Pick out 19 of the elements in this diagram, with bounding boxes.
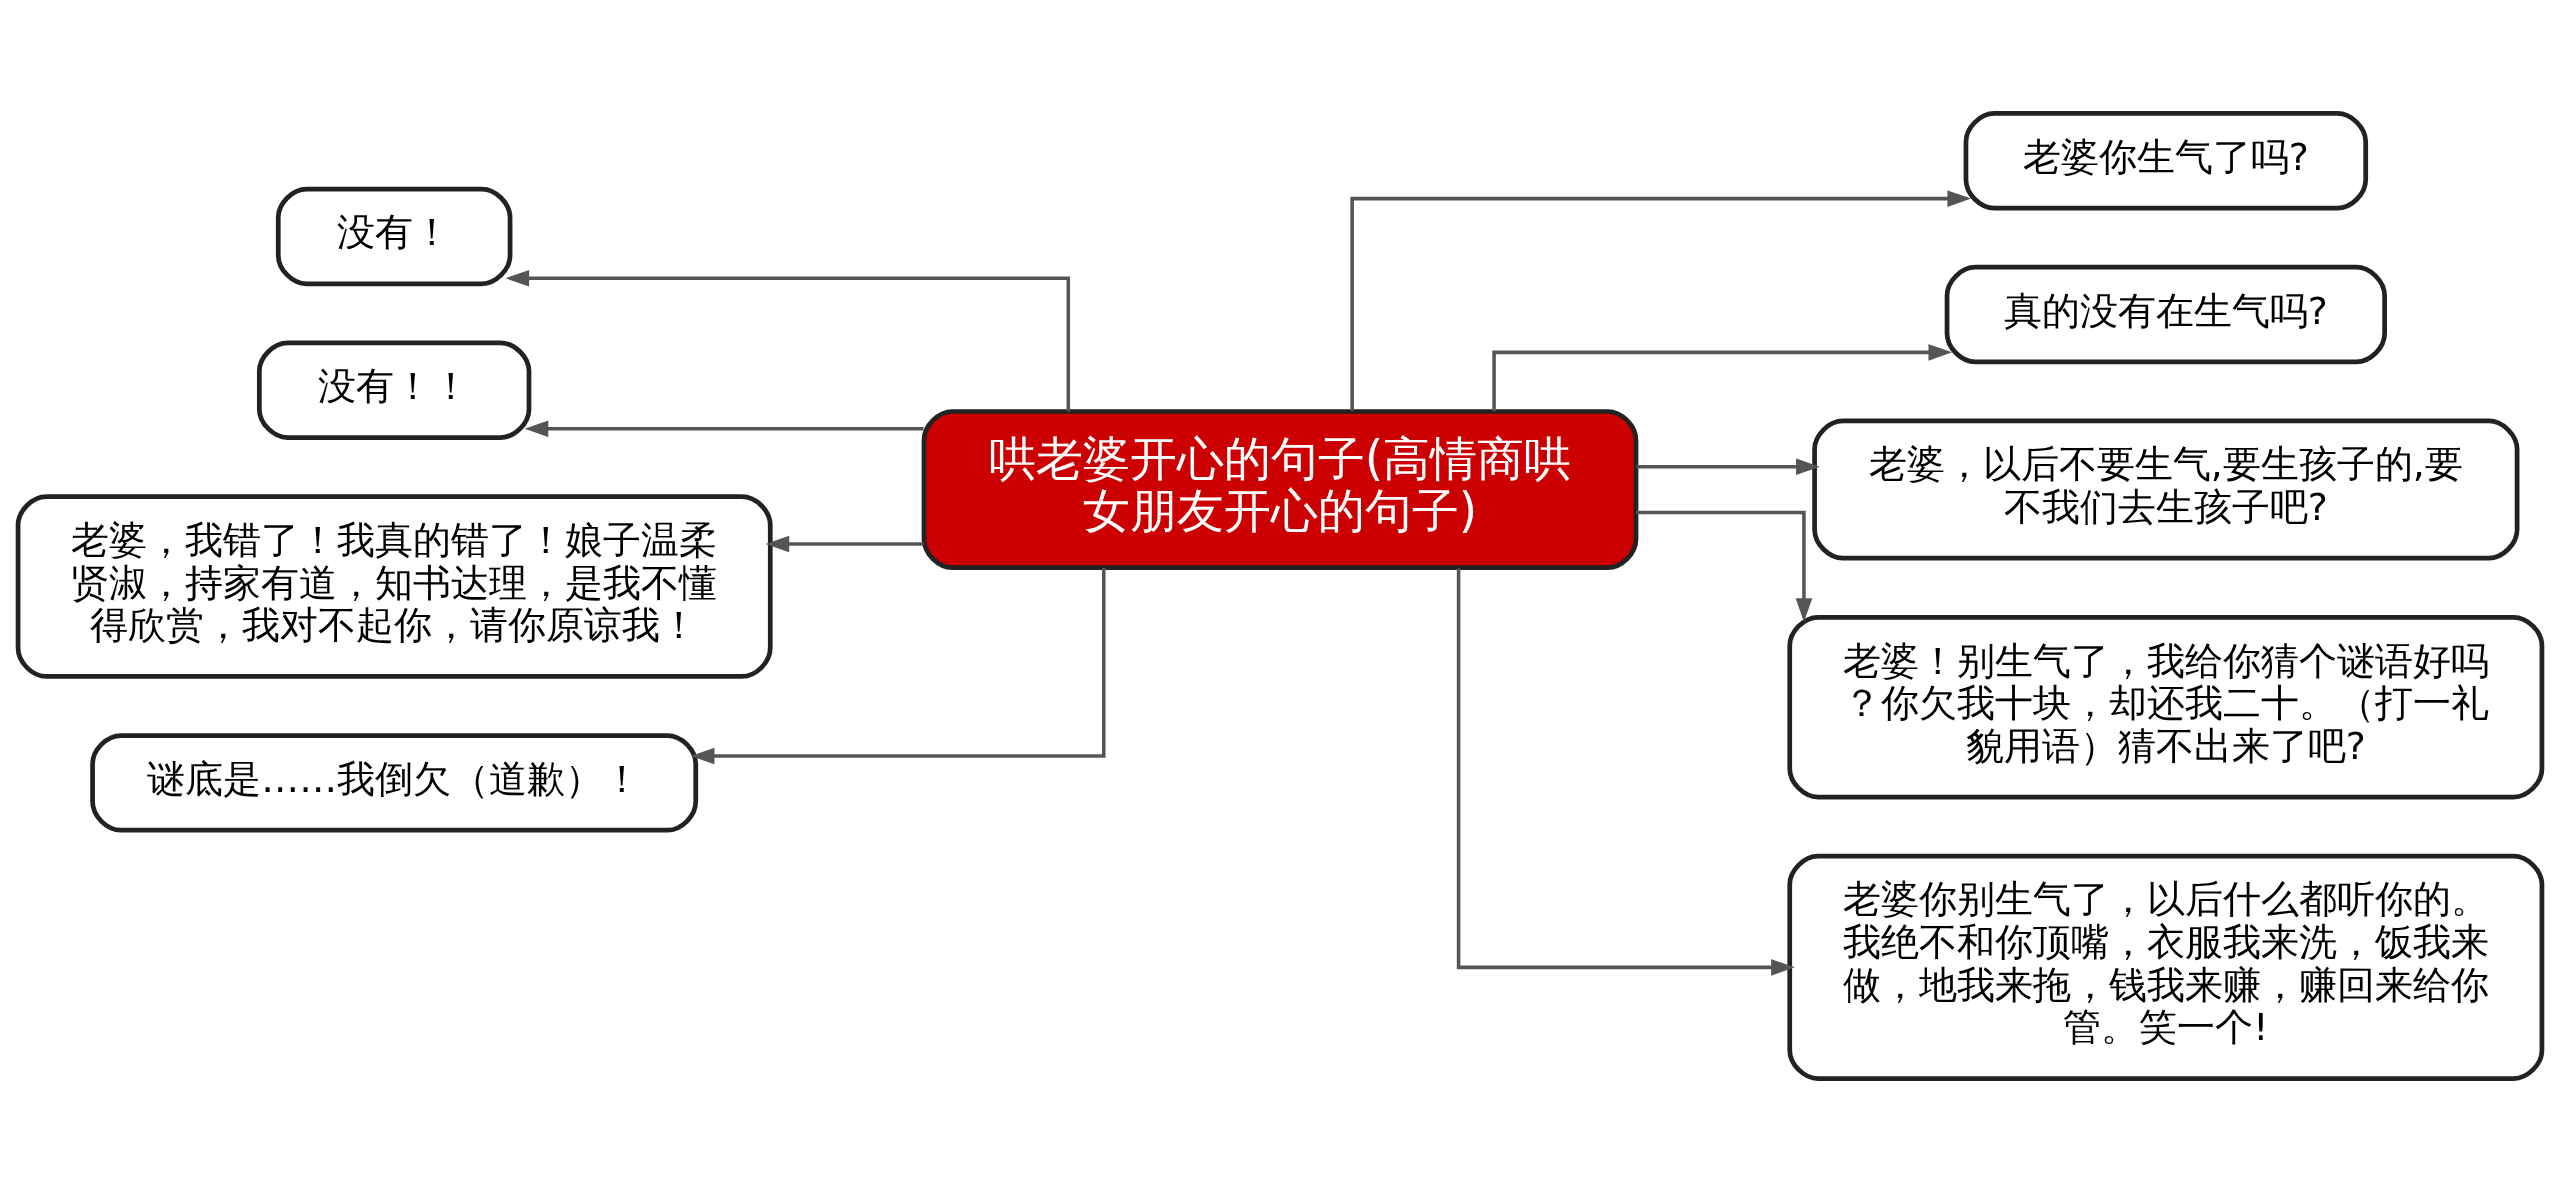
arrow (765, 535, 924, 553)
arrow (505, 269, 1071, 412)
arrow (1456, 568, 1795, 976)
node-box: 老婆！别生气了，我给你猜个谜语好吗？你欠我十块，却还我二十。（打一礼貌用语）猜不出来了吧? (1787, 614, 2545, 800)
node-box: 老婆，我错了！我真的错了！娘子温柔贤淑，持家有道，知书达理，是我不懂得欣赏，我对不起你，请你原谅我！ (15, 494, 773, 679)
node-box: 老婆你生气了吗? (1963, 111, 2369, 211)
arrow (1350, 190, 1972, 411)
arrow (524, 420, 924, 438)
node-box: 没有！！ (256, 340, 532, 440)
node-box: 真的没有在生气吗? (1944, 264, 2387, 365)
arrow (1492, 344, 1953, 412)
node-box: 老婆，以后不要生气,要生孩子的,要不我们去生孩子吧? (1812, 418, 2520, 561)
node-box: 老婆你别生气了，以后什么都听你的。我绝不和你顶嘴，衣服我来洗，饭我来做，地我来拖，钱我来赚，赚回来给你管。笑一个! (1787, 853, 2545, 1081)
arrow (1636, 458, 1820, 475)
node-box: 哄老婆开心的句子(高情商哄女朋友开心的句子) (921, 409, 1639, 570)
node-box: 谜底是……我倒欠（道歉）！ (90, 733, 699, 833)
node-box: 没有！ (275, 186, 513, 287)
arrow (1636, 510, 1813, 623)
arrow (690, 568, 1106, 765)
